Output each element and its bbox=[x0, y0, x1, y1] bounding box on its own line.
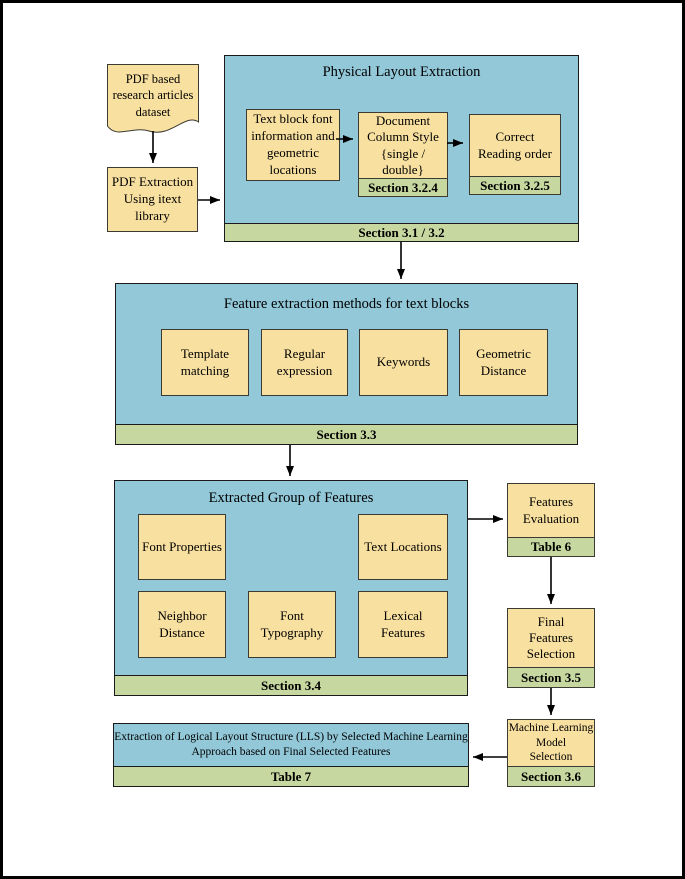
template-matching-box: Template matching bbox=[161, 329, 249, 396]
reading-order-section-label: Section 3.2.5 bbox=[470, 176, 560, 194]
features-evaluation-table-label: Table 6 bbox=[508, 537, 594, 556]
pdf-extraction-label: PDF Extraction Using itext library bbox=[111, 174, 194, 223]
column-style-label: Document Column Style {single / double} bbox=[367, 113, 439, 177]
neighbor-distance-label: Neighbor Distance bbox=[157, 607, 207, 640]
ml-model-selection-box: Machine Learning Model Selection Section… bbox=[507, 719, 595, 787]
dataset-label: PDF based research articles dataset bbox=[112, 72, 194, 119]
reading-order-box: Correct Reading order Section 3.2.5 bbox=[469, 114, 561, 195]
final-features-selection-section-label: Section 3.5 bbox=[508, 667, 594, 687]
font-properties-label: Font Properties bbox=[142, 538, 222, 554]
extracted-features-title: Extracted Group of Features bbox=[208, 490, 374, 506]
text-block-font-box: Text block font information and geometri… bbox=[246, 109, 340, 181]
regular-expression-label: Regular expression bbox=[276, 345, 333, 378]
features-evaluation-label: Features Evaluation bbox=[522, 494, 580, 526]
final-features-selection-label: Final Features Selection bbox=[526, 613, 576, 662]
template-matching-label: Template matching bbox=[180, 345, 230, 378]
physical-layout-container: Physical Layout Extraction Text block fo… bbox=[224, 55, 579, 242]
final-features-selection-box: Final Features Selection Section 3.5 bbox=[507, 608, 595, 688]
font-typography-label: Font Typography bbox=[260, 607, 324, 640]
ml-model-selection-label: Machine Learning Model Selection bbox=[508, 721, 594, 764]
keywords-label: Keywords bbox=[376, 354, 431, 370]
neighbor-distance-box: Neighbor Distance bbox=[138, 591, 226, 658]
lls-extraction-label: Extraction of Logical Layout Structure (… bbox=[114, 724, 468, 766]
document-shape-icon bbox=[107, 64, 199, 133]
ml-model-selection-section-label: Section 3.6 bbox=[508, 766, 594, 786]
lexical-features-box: Lexical Features bbox=[358, 591, 448, 658]
physical-layout-section-label: Section 3.1 / 3.2 bbox=[225, 223, 578, 241]
reading-order-label: Correct Reading order bbox=[477, 129, 552, 161]
dataset-document-shape: PDF based research articles dataset bbox=[107, 64, 199, 142]
column-style-section-label: Section 3.2.4 bbox=[359, 178, 447, 196]
feature-extraction-container: Feature extraction methods for text bloc… bbox=[115, 283, 578, 445]
feature-extraction-section-label: Section 3.3 bbox=[116, 424, 577, 444]
font-properties-box: Font Properties bbox=[138, 514, 226, 580]
feature-extraction-title: Feature extraction methods for text bloc… bbox=[223, 296, 470, 312]
text-locations-box: Text Locations bbox=[358, 514, 448, 580]
extracted-features-container: Extracted Group of Features Font Propert… bbox=[114, 480, 468, 696]
geometric-distance-label: Geometric Distance bbox=[476, 345, 531, 378]
pdf-extraction-box: PDF Extraction Using itext library bbox=[107, 167, 198, 232]
features-evaluation-box: Features Evaluation Table 6 bbox=[507, 483, 595, 557]
font-typography-box: Font Typography bbox=[248, 591, 336, 658]
lls-extraction-table-label: Table 7 bbox=[114, 766, 468, 786]
extracted-features-section-label: Section 3.4 bbox=[115, 675, 467, 695]
text-block-font-label: Text block font information and geometri… bbox=[251, 111, 335, 177]
lexical-features-label: Lexical Features bbox=[380, 607, 426, 640]
lls-extraction-box: Extraction of Logical Layout Structure (… bbox=[113, 723, 469, 787]
keywords-box: Keywords bbox=[359, 329, 448, 396]
column-style-box: Document Column Style {single / double} … bbox=[358, 112, 448, 197]
physical-layout-title: Physical Layout Extraction bbox=[322, 64, 481, 80]
regular-expression-box: Regular expression bbox=[261, 329, 348, 396]
text-locations-label: Text Locations bbox=[364, 538, 442, 554]
geometric-distance-box: Geometric Distance bbox=[459, 329, 548, 396]
